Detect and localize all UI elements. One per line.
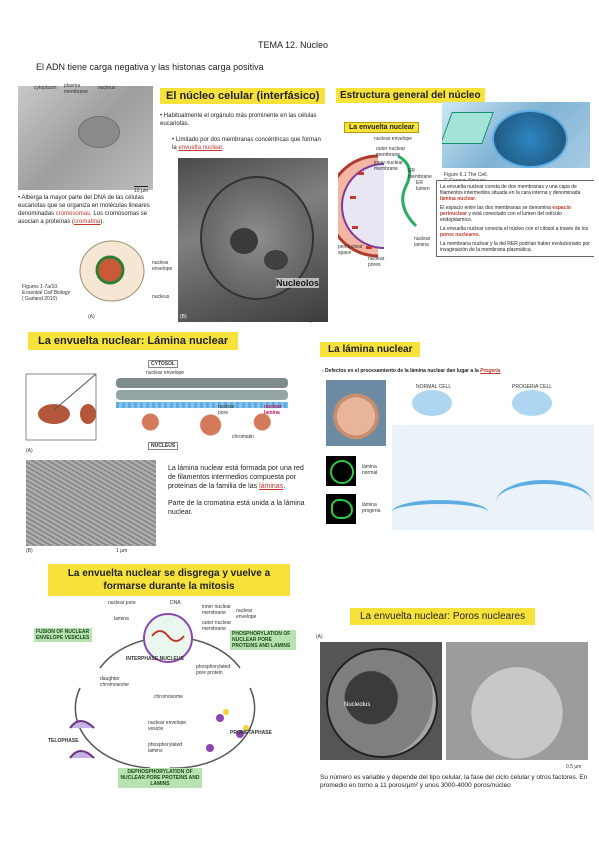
label-chromatin: chromatin	[232, 434, 254, 440]
label-mito-11: phosphorylated lamins	[148, 742, 183, 754]
label-mito-0: nuclear pore	[108, 600, 136, 606]
progeria-subtitle: - Defectos en el procesamiento de la lám…	[322, 368, 501, 374]
bullet-habitualmente: • Habitualmente el orgánulo más prominen…	[160, 113, 317, 127]
title-envuelta-nuclear-box: La envuelta nuclear	[344, 122, 420, 133]
label-nuclear-pore-lam: nuclear pore	[218, 404, 235, 416]
lamina-text: La lámina nuclear está formada por una r…	[168, 465, 305, 516]
label-normal-cell: NORMAL CELL	[416, 384, 452, 390]
label-env-0: nuclear envelope	[374, 136, 413, 142]
section-nucleo-celular: cytoplasm plasma membrane nucleus 10 µm …	[0, 78, 330, 328]
nucleus-3d-diagram	[442, 102, 590, 168]
figure-a-label-lamina: (A)	[26, 448, 33, 454]
label-telophase: TELOPHASE	[48, 738, 79, 744]
label-plasma-membrane: plasma membrane	[64, 83, 88, 95]
figure-caption: Figures 1-7a/10.Essential Cell Biology( …	[22, 284, 71, 302]
page-subtitle: El ADN tiene carga negativa y las histon…	[36, 62, 264, 72]
progeria-photo	[326, 380, 386, 446]
label-lamina-progeria: lámina progeria	[362, 502, 381, 514]
mitosis-cycle-diagram	[69, 613, 256, 769]
scale-bar-05um: 0.5 µm	[566, 764, 582, 770]
progeria-diagram	[392, 380, 594, 530]
title-poros-nucleares: La envuelta nuclear: Poros nucleares	[350, 608, 536, 625]
lamina-diagram	[116, 358, 288, 446]
label-mito-2: lamina	[114, 616, 129, 622]
title-estructura: Estructura general del núcleo	[336, 88, 485, 103]
lamina-normal-image	[326, 456, 356, 486]
lamina-micrograph	[26, 460, 156, 546]
label-mito-7: phosphorylated pore protein	[196, 664, 231, 676]
title-envuelta-lamina: La envuelta nuclear: Lámina nuclear	[28, 332, 239, 350]
label-mito-5: nuclear envelope	[236, 608, 257, 620]
bullet-alberga: • Alberga la mayor parte del DNA de las …	[18, 195, 150, 225]
label-nuclear-envelope: nuclear envelope	[152, 260, 173, 272]
section-poros-nucleares: La envuelta nuclear: Poros nucleares (A)…	[314, 604, 594, 804]
pore-micrograph-a	[320, 642, 442, 760]
scale-bar-1um: 1 µm	[116, 548, 128, 554]
label-nucleus: nucleus	[98, 85, 116, 91]
label-fusion-vesicles: FUSION OF NUCLEAR ENVELOPE VESICLES	[34, 628, 92, 642]
label-env-6: nuclear pores	[368, 256, 385, 268]
bullet-limitado: • Limitado por dos membranas concéntrica…	[172, 137, 321, 151]
envelope-diagram	[338, 154, 418, 258]
label-mito-9: daughter chromosome	[100, 676, 129, 688]
label-nuclear-lamina-lam: nuclear lamina	[264, 404, 282, 416]
label-nucleolus: Nucleolus	[344, 702, 371, 708]
section-lamina-nuclear: La envuelta nuclear: Lámina nuclear (A) …	[0, 330, 310, 562]
label-env-4: ER lumen	[416, 180, 430, 192]
nucleolos-label: Nucleolos	[276, 278, 320, 288]
pore-micrograph-b	[446, 642, 588, 760]
cell-diagram	[79, 240, 145, 302]
title-mitosis: La envuelta nuclear se disgrega y vuelve…	[48, 564, 290, 596]
label-env-7: nuclear lamina	[414, 236, 431, 248]
section-mitosis: La envuelta nuclear se disgrega y vuelve…	[30, 560, 300, 790]
title-la-lamina-nuclear: La lámina nuclear	[320, 342, 421, 357]
label-cytoplasm: cytoplasm	[34, 85, 57, 91]
label-mito-10: nuclear envelope vesicle	[148, 720, 187, 732]
poros-text: Su número es variable y depende del tipo…	[320, 774, 588, 789]
label-mito-4: outer nuclear membrane	[202, 620, 232, 632]
nucleus-micrograph	[178, 158, 328, 322]
label-mito-1: DNA	[170, 600, 181, 606]
label-phosphorylation: PHOSPHORYLATION OF NUCLEAR PORE PROTEINS…	[230, 630, 296, 650]
label-lamina-normal: lámina normal	[362, 464, 378, 476]
lamina-progeria-image	[326, 494, 356, 524]
label-env-1: outer nuclear membrane	[376, 146, 406, 158]
label-env-2: inner nuclear membrane	[374, 160, 403, 172]
label-mito-8: chromosome	[154, 694, 183, 700]
scale-bar-10um: 10 µm	[134, 186, 148, 194]
label-mito-3: inner nuclear membrane	[202, 604, 231, 616]
section-estructura-nucleo: Estructura general del núcleo La envuelt…	[334, 86, 594, 336]
label-prometaphase: PROMETAPHASE	[230, 730, 272, 736]
page-title: TEMA 12. Núcleo	[258, 40, 329, 50]
label-nuclear-envelope-lam: nuclear envelope	[146, 370, 185, 376]
figure-a-label-poros: (A)	[316, 634, 323, 640]
figure-b-label: (B)	[180, 314, 187, 320]
cell-micrograph	[18, 86, 153, 190]
label-nucleus-diagram: nucleus	[152, 294, 170, 300]
section-lamina-progeria: La lámina nuclear - Defectos en el proce…	[318, 340, 596, 536]
cell-sketch	[25, 373, 97, 441]
label-nucleus-lam: NUCLEUS	[148, 442, 179, 450]
label-env-3: ER membrane	[408, 168, 432, 180]
label-mito-6: INTERPHASE NUCLEUS	[126, 656, 184, 662]
title-nucleo-celular: El núcleo celular (interfásico)	[160, 88, 326, 104]
label-env-5: perinuclear space	[338, 244, 363, 256]
figure-a-label: (A)	[88, 314, 95, 320]
label-dephosphorylation: DEPHOSPHORYLATION OF NUCLEAR PORE PROTEI…	[118, 768, 202, 788]
scale-bar-2um: 2 µm	[306, 318, 318, 324]
label-progeria-cell: PROGERIA CELL	[512, 384, 553, 390]
label-cytosol: CYTOSOL	[148, 360, 179, 368]
figure-b-label-lamina: (B)	[26, 548, 33, 554]
envuelta-text-box: La envuelta nuclear consta de dos membra…	[436, 180, 594, 257]
